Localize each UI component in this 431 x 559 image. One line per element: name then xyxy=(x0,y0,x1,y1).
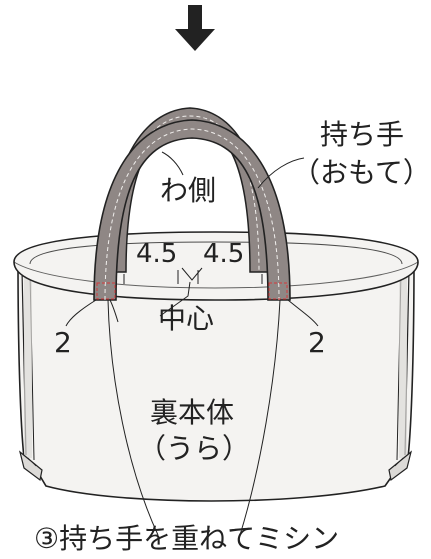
left-offset-label: 4.5 xyxy=(136,239,177,269)
down-arrow-icon xyxy=(175,5,215,51)
body-subtitle: （うら） xyxy=(138,432,250,465)
handle-title: 持ち手 xyxy=(320,118,404,151)
left-two-label: 2 xyxy=(54,326,72,359)
handle-subtitle: （おもて） xyxy=(292,156,431,189)
handle-front xyxy=(93,119,291,301)
bag-body xyxy=(17,261,415,502)
caption-label: ③持ち手を重ねてミシン xyxy=(34,522,339,555)
center-label: 中心 xyxy=(158,302,214,335)
leader-lines xyxy=(65,151,319,536)
right-offset-label: 4.5 xyxy=(203,239,244,269)
wa-side-label: わ側 xyxy=(160,174,216,207)
right-two-label: 2 xyxy=(308,326,326,359)
body-title: 裏本体 xyxy=(150,396,234,429)
